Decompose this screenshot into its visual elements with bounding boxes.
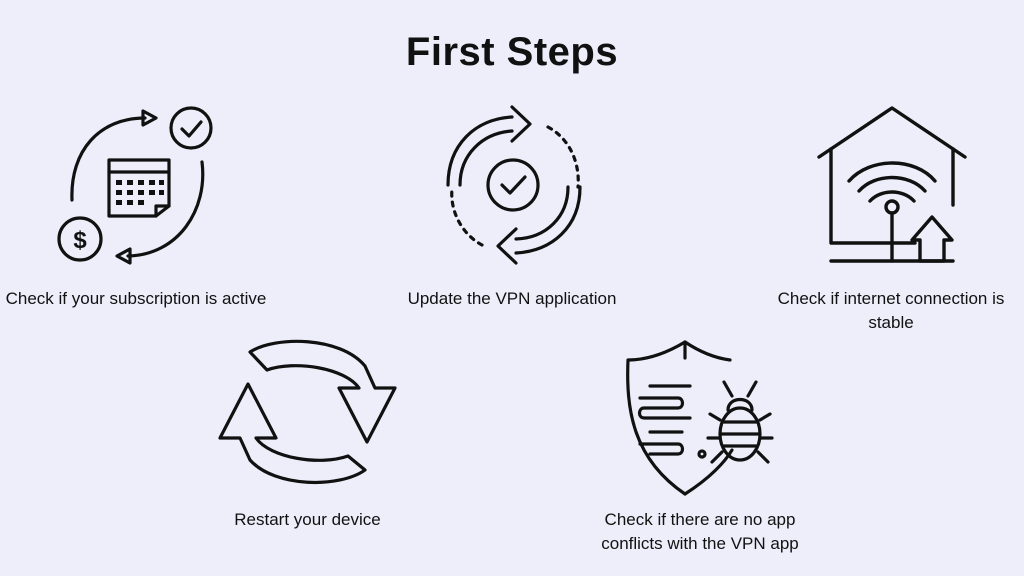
home-wifi-icon bbox=[815, 105, 975, 270]
restart-arrows-icon bbox=[215, 338, 400, 488]
step-label: Check if internet connection is stable bbox=[777, 289, 1005, 332]
update-sync-icon bbox=[440, 105, 590, 265]
step-label: Check if your subscription is active bbox=[5, 289, 267, 308]
step-label: Update the VPN application bbox=[407, 289, 617, 308]
shield-bug-icon bbox=[620, 338, 775, 498]
subscription-calendar-icon: $ bbox=[50, 100, 220, 270]
svg-text:$: $ bbox=[73, 227, 87, 254]
page-title: First Steps bbox=[405, 30, 619, 74]
step-label: Restart your device bbox=[234, 510, 381, 529]
step-label: Check if there are no app conflicts with… bbox=[601, 510, 799, 553]
